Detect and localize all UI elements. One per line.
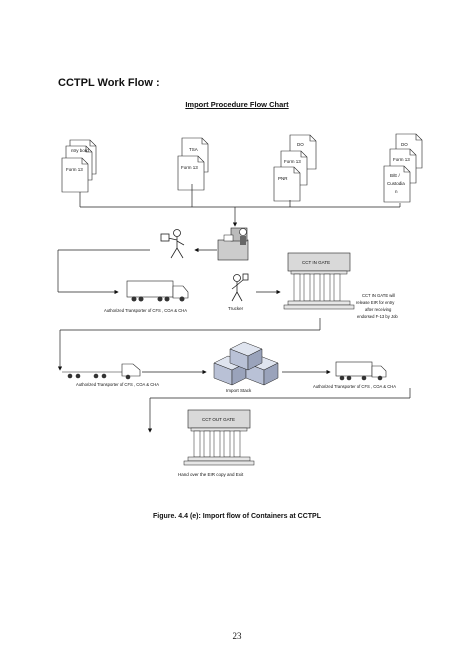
transporter-truck-mid-left — [62, 363, 141, 380]
courier-person-icon — [160, 229, 185, 259]
document-group-4: DO Form 13 B/E / Custodia n — [383, 133, 423, 203]
customs-officer-icon — [217, 227, 249, 261]
document-group-2: TSA Form 13 — [177, 137, 209, 191]
doc-label-pnr: PNR — [278, 176, 288, 181]
gate-in-note-line-3: after receiving — [365, 307, 392, 312]
import-stack-containers — [213, 341, 279, 386]
gate-out-title: CCT OUT GATE — [202, 417, 235, 422]
chart-title: Import Procedure Flow Chart — [185, 100, 289, 109]
document-group-1: ntry bord Form 13 — [61, 139, 97, 193]
doc-label-form13: Form 13 — [284, 159, 301, 164]
gate-in-note-line-1: CCT IN GATE will — [362, 293, 395, 298]
gate-in-title: CCT IN GATE — [302, 260, 330, 265]
gate-in-note-line-4: endorsed F-13 by Job — [357, 314, 398, 319]
doc-label-tsa: TSA — [189, 147, 198, 152]
doc-label-custodian-end: n — [395, 189, 398, 194]
transporter-truck-mid-right — [335, 361, 387, 381]
transporter-label-mid-left: Authorized Transporter of CFS , COA & CH… — [76, 382, 159, 387]
connector-gate-in-to-stack — [57, 318, 321, 371]
doc-label-do: DO — [297, 142, 304, 147]
doc-label-custodian: Custodia — [387, 181, 405, 186]
import-stack-label: Import Stack — [226, 388, 252, 393]
page-number: 23 — [232, 631, 242, 641]
transporter-truck-top — [126, 280, 189, 302]
connector-to-transporter — [57, 249, 150, 295]
document-group-3: DO Form 13 PNR — [273, 134, 317, 202]
cct-out-gate-building — [183, 409, 255, 466]
exit-note: Hand over the EIR copy and Exit — [178, 472, 244, 477]
transporter-label-top: Authorized Transporter of CFS , COA & CH… — [104, 308, 187, 313]
gate-in-note-line-2: release EIR for entry — [356, 300, 395, 305]
doc-label-entry-bond: ntry bord — [71, 148, 89, 153]
trucker-person-icon — [231, 273, 249, 302]
trucker-label: Trucker — [228, 306, 244, 311]
doc-label-do: DO — [401, 142, 408, 147]
doc-label-form13: Form 13 — [66, 167, 83, 172]
section-heading: CCTPL Work Flow : — [58, 77, 160, 89]
document-collector-lines — [79, 184, 401, 227]
doc-label-form13: Form 13 — [393, 157, 410, 162]
figure-caption: Figure. 4.4 (e): Import flow of Containe… — [152, 513, 321, 520]
transporter-label-mid-right: Authorized Transporter of CFS , COA & CH… — [313, 384, 396, 389]
doc-label-be: B/E / — [390, 173, 401, 178]
cct-in-gate-building — [283, 252, 355, 310]
connector-to-gate-out — [147, 388, 411, 433]
doc-label-form13: Form 13 — [181, 165, 198, 170]
